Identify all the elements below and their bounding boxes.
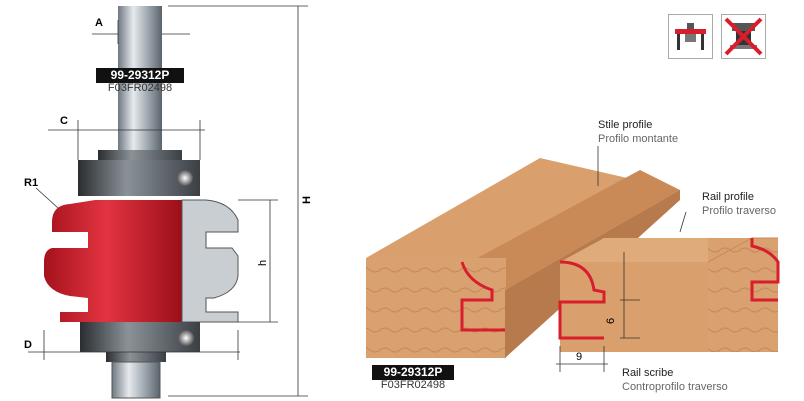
bearing-ball-bottom <box>178 330 194 346</box>
stile-profile-label-it: Profilo montante <box>598 133 679 145</box>
callout-stile-profile: Stile profile Profilo montante <box>598 118 678 146</box>
dim-9: 9 <box>576 351 582 363</box>
cutter-body <box>44 200 182 322</box>
profile-dimensions <box>556 146 687 372</box>
nut <box>111 361 161 399</box>
rail-scribe-label-it: Controprofilo traverso <box>622 381 728 393</box>
dim-R1: R1 <box>24 177 38 189</box>
ref-code-left: F03FR02498 <box>107 82 173 94</box>
bearing-ball-top <box>177 170 193 186</box>
rail-profile-label: Rail profile <box>702 191 754 203</box>
router-bit <box>44 6 239 399</box>
ref-code-right: F03FR02498 <box>380 379 446 391</box>
dim-h: h <box>257 260 269 266</box>
dim-6: 6 <box>605 318 617 324</box>
router-table-icon <box>668 14 713 59</box>
dim-H: H <box>301 196 313 204</box>
dim-A: A <box>95 17 103 29</box>
rail-profile-label-it: Profilo traverso <box>702 205 776 217</box>
callout-rail-scribe: Rail scribe Controprofilo traverso <box>622 366 728 394</box>
stile-profile-label: Stile profile <box>598 119 653 131</box>
handheld-router-icon <box>721 14 766 59</box>
top-collar <box>98 150 182 162</box>
dimension-lines <box>28 5 308 397</box>
callout-rail-profile: Rail profile Profilo traverso <box>702 190 776 218</box>
bottom-bearing <box>80 322 200 352</box>
lower-collar <box>106 352 166 362</box>
dim-C: C <box>60 115 68 127</box>
part-code-box-left: 99-29312P <box>96 68 184 83</box>
top-bearing <box>78 160 200 196</box>
part-code-box-right: 99-29312P <box>372 365 454 380</box>
dim-D: D <box>24 339 32 351</box>
rail-workpiece <box>558 237 780 352</box>
profile-knife <box>181 199 239 323</box>
rail-scribe-label: Rail scribe <box>622 367 674 379</box>
